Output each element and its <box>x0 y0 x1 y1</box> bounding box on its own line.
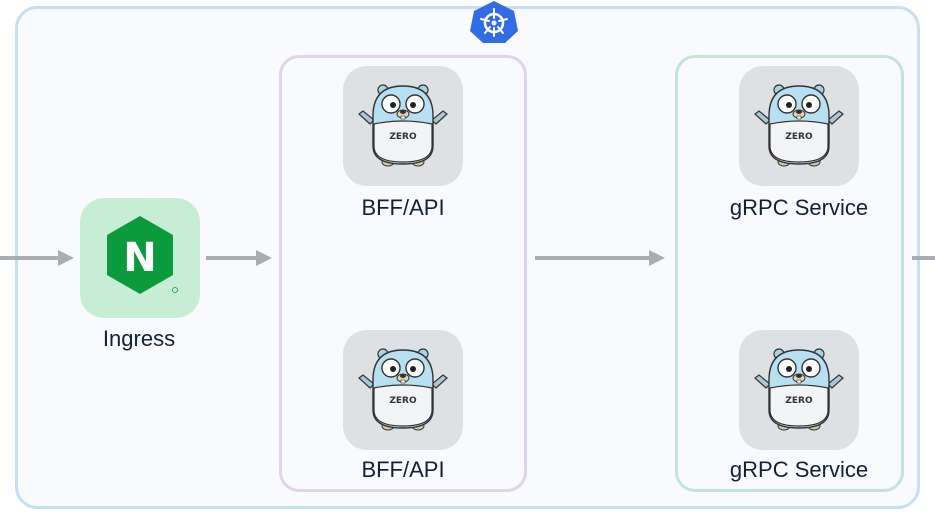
gopher-shirt-text: ZERO <box>389 396 417 406</box>
arrow-out-of-grpc <box>912 256 935 260</box>
go-zero-gopher-icon: ZERO <box>754 348 844 431</box>
arrow-bff-to-grpc <box>535 250 665 266</box>
bff-api-node-2: ZERO <box>343 330 463 450</box>
grpc-service-label-1: gRPC Service <box>729 195 869 220</box>
kubernetes-icon <box>470 1 518 43</box>
bff-api-label-1: BFF/API <box>361 195 445 220</box>
grpc-service-label-2: gRPC Service <box>729 457 869 482</box>
bff-api-label-2: BFF/API <box>361 457 445 482</box>
arrow-into-ingress <box>0 250 74 266</box>
go-zero-gopher-icon: ZERO <box>358 84 448 167</box>
gopher-shirt-text: ZERO <box>785 396 813 406</box>
bff-api-node-1: ZERO <box>343 66 463 186</box>
ingress-label: Ingress <box>102 326 176 351</box>
gopher-shirt-text: ZERO <box>785 132 813 142</box>
go-zero-gopher-icon: ZERO <box>358 348 448 431</box>
arrow-ingress-to-bff <box>206 250 272 266</box>
go-zero-gopher-icon: ZERO <box>754 84 844 167</box>
nginx-letter: N <box>123 235 156 281</box>
grpc-service-node-1: ZERO <box>739 66 859 186</box>
ingress-node: N <box>80 198 200 318</box>
grpc-service-node-2: ZERO <box>739 330 859 450</box>
gopher-shirt-text: ZERO <box>389 132 417 142</box>
nginx-icon: N <box>107 216 178 294</box>
